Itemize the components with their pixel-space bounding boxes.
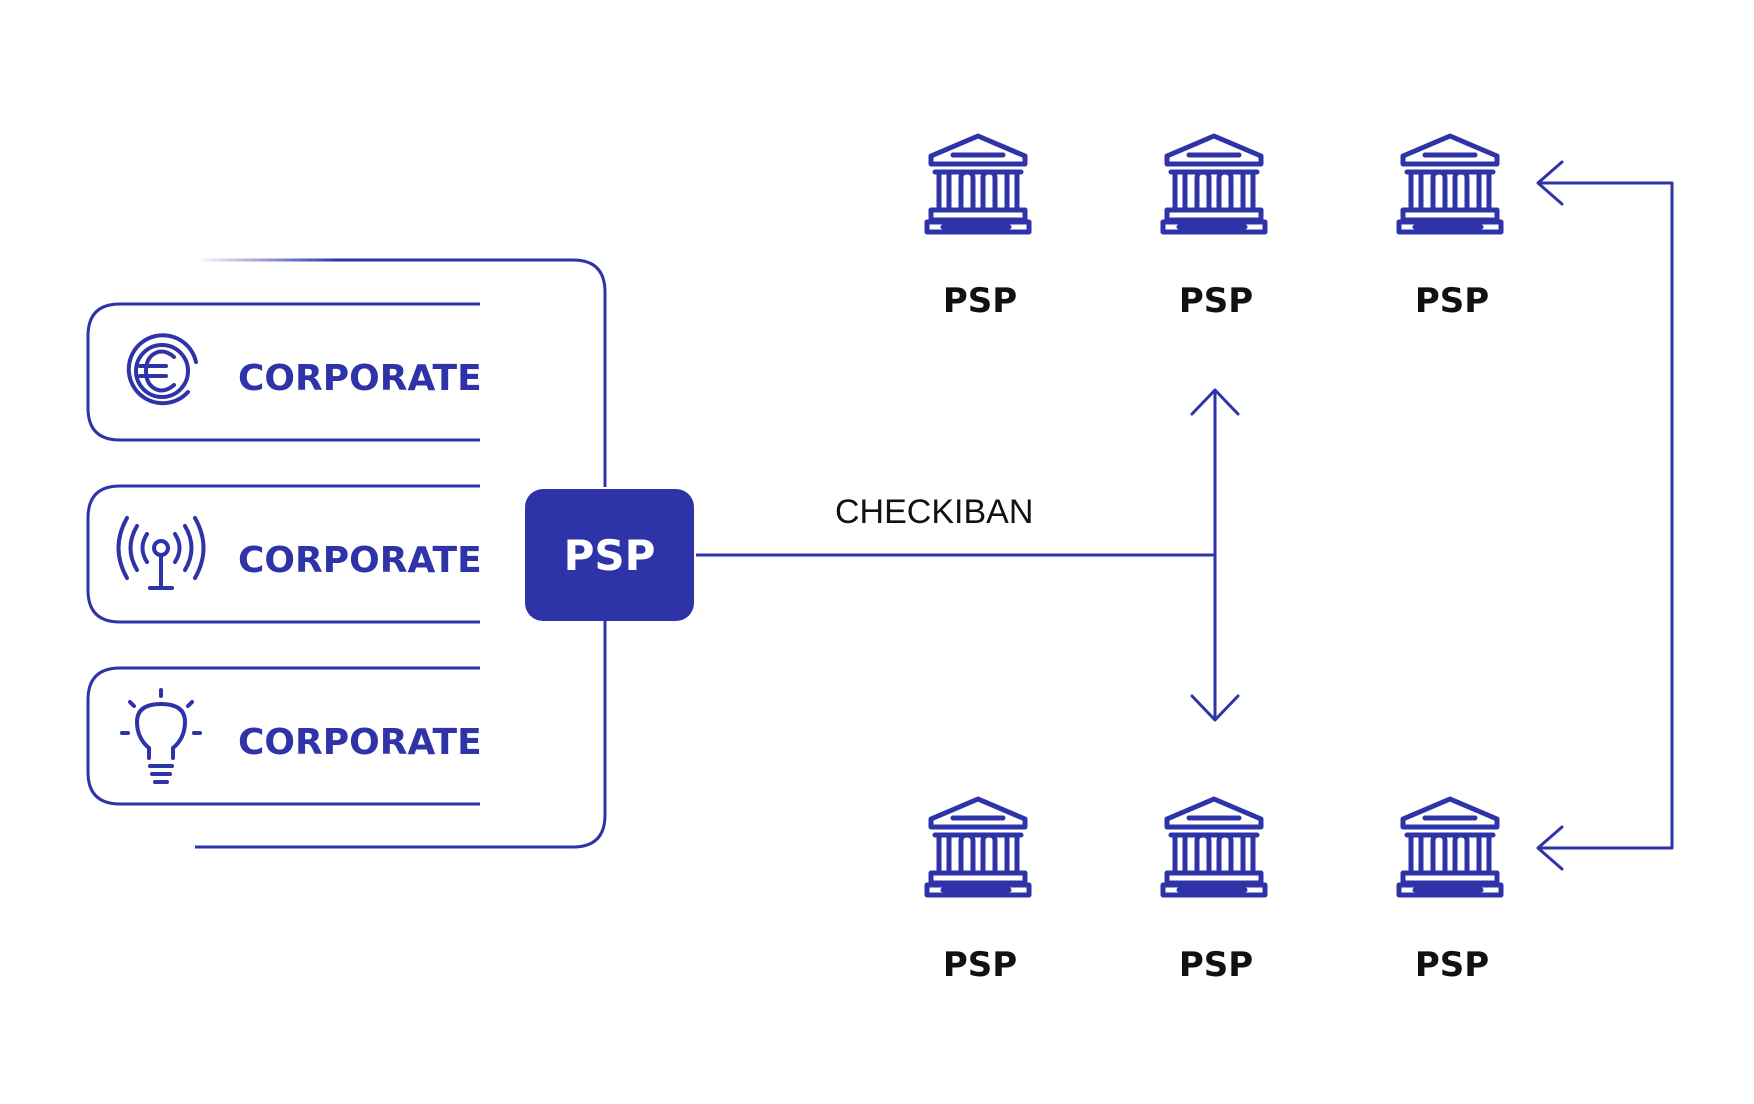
corporate-label: CORPORATE [238, 358, 482, 399]
central-psp-label: PSP [564, 531, 656, 580]
bank-icon [927, 136, 1029, 232]
vertical-double-arrow [1190, 388, 1240, 722]
corporate-card-2: CORPORATE [86, 484, 482, 624]
bank-icon [1163, 799, 1265, 895]
bank-psp-label: PSP [1415, 945, 1489, 985]
bank-icon [1399, 136, 1501, 232]
euro-coin-icon [126, 333, 198, 406]
bank-icon [1163, 136, 1265, 232]
bank-node-bottom-1: PSP [927, 799, 1029, 985]
bank-node-top-3: PSP [1399, 136, 1501, 321]
bank-node-bottom-3: PSP [1399, 799, 1501, 985]
bank-psp-label: PSP [1179, 945, 1253, 985]
corporate-label: CORPORATE [238, 540, 482, 581]
corporate-label: CORPORATE [238, 722, 482, 763]
central-psp-node: PSP [525, 489, 694, 621]
bank-node-top-2: PSP [1163, 136, 1265, 321]
lightbulb-icon [120, 688, 202, 784]
bank-psp-label: PSP [943, 281, 1017, 321]
corporate-card-1: CORPORATE [86, 302, 482, 442]
bank-node-top-1: PSP [927, 136, 1029, 321]
corporate-group-frame [195, 258, 607, 849]
bank-psp-label: PSP [1179, 281, 1253, 321]
bank-psp-label: PSP [1415, 281, 1489, 321]
checkiban-label: CHECKIBAN [835, 493, 1033, 531]
bank-icon [927, 799, 1029, 895]
antenna-icon [116, 516, 206, 590]
right-bracket-arrow [1536, 160, 1674, 871]
bank-node-bottom-2: PSP [1163, 799, 1265, 985]
bank-psp-label: PSP [943, 945, 1017, 985]
bank-icon [1399, 799, 1501, 895]
corporate-card-3: CORPORATE [86, 666, 482, 806]
checkiban-connection: CHECKIBAN [696, 493, 1215, 557]
